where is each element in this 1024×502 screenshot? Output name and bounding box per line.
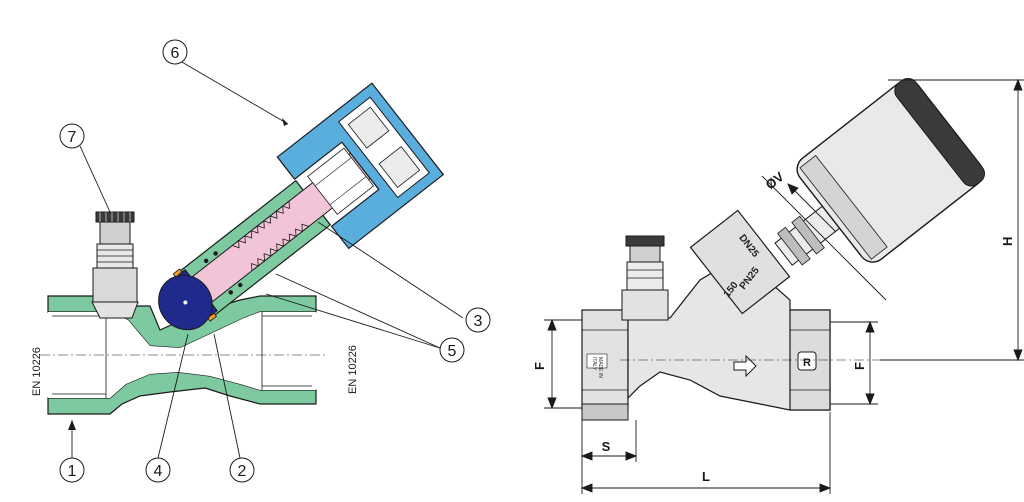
test-point-exterior — [621, 235, 669, 321]
callout-5-label: 5 — [448, 343, 457, 360]
dimension-s — [580, 420, 638, 462]
thread-standard-right: EN 10226 — [347, 345, 359, 394]
dim-diameter-label: ØV — [763, 169, 787, 193]
dimension-l — [580, 412, 832, 494]
callout-1: 1 — [59, 457, 85, 483]
callout-4: 4 — [145, 457, 171, 483]
dimension-diameter — [761, 175, 887, 301]
callout-6: 6 — [162, 39, 188, 65]
dimension-f-left — [544, 318, 582, 410]
brand-logo-glyph: R — [803, 357, 811, 369]
section-view: 1 2 3 4 5 6 7 EN 10226 EN 10226 — [31, 39, 491, 483]
callout-6-label: 6 — [171, 45, 180, 62]
made-in-mark: MADE IN — [597, 357, 603, 378]
angled-neck: DN25 — [689, 209, 791, 315]
test-point-assembly — [91, 211, 139, 319]
callout-2: 2 — [229, 457, 255, 483]
callout-3: 3 — [465, 307, 491, 333]
callout-1-label: 1 — [68, 463, 77, 480]
callout-4-label: 4 — [154, 463, 163, 480]
thread-standard-left: EN 10226 — [31, 347, 43, 396]
exterior-view: MADE IN ITALY DN25 PN25 150 R — [532, 77, 1024, 494]
dimension-h — [880, 78, 1024, 362]
dim-f-left-label: F — [532, 362, 547, 370]
callout-7: 7 — [59, 123, 85, 149]
callout-2-label: 2 — [238, 463, 247, 480]
dim-l-label: L — [702, 469, 710, 484]
handwheel-exterior — [774, 77, 985, 266]
brand-logo-icon — [797, 351, 817, 371]
dim-f-right-label: F — [852, 362, 867, 370]
callout-7-label: 7 — [68, 129, 77, 146]
bonnet-stem-assembly — [158, 82, 445, 331]
inlet-port: MADE IN ITALY — [581, 309, 629, 421]
dim-s-label: S — [602, 439, 611, 454]
callout-leaders — [71, 57, 464, 459]
dimension-f-right — [830, 320, 878, 406]
dim-h-label: H — [1000, 237, 1015, 246]
callout-3-label: 3 — [474, 313, 483, 330]
callout-5: 5 — [439, 337, 465, 363]
flow-arrow-icon — [733, 354, 757, 378]
italy-mark: ITALY — [591, 357, 597, 371]
